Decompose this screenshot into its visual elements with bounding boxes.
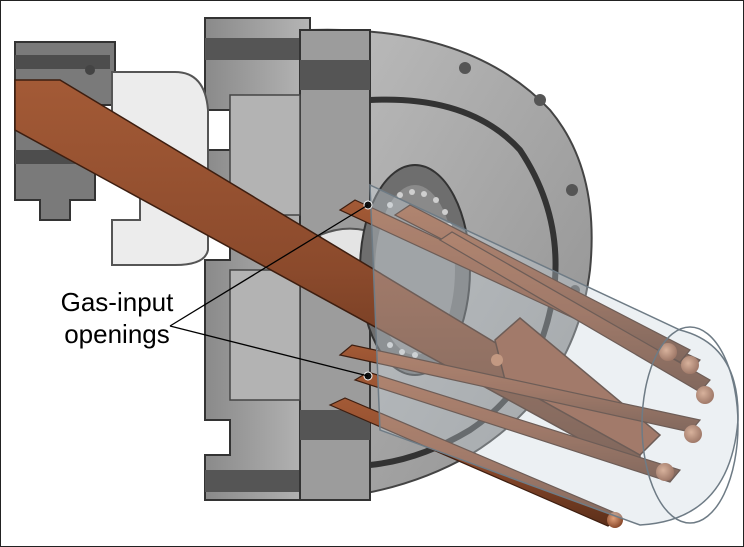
gasket-seal <box>205 470 315 492</box>
peripheral-copper-rods <box>328 199 714 528</box>
gasket-seal <box>205 38 315 60</box>
glass-tube <box>369 183 739 526</box>
label-line-2: openings <box>64 319 170 349</box>
label-line-1: Gas-input <box>60 287 174 317</box>
gas-input-label: Gas-input openings <box>12 286 222 350</box>
annotation-leaders <box>169 204 369 377</box>
cone-tip <box>494 317 662 456</box>
central-copper-electrode <box>14 79 662 461</box>
bolt-hole <box>566 184 578 196</box>
bolt-hole <box>459 62 471 74</box>
bolt-hole <box>534 94 546 106</box>
